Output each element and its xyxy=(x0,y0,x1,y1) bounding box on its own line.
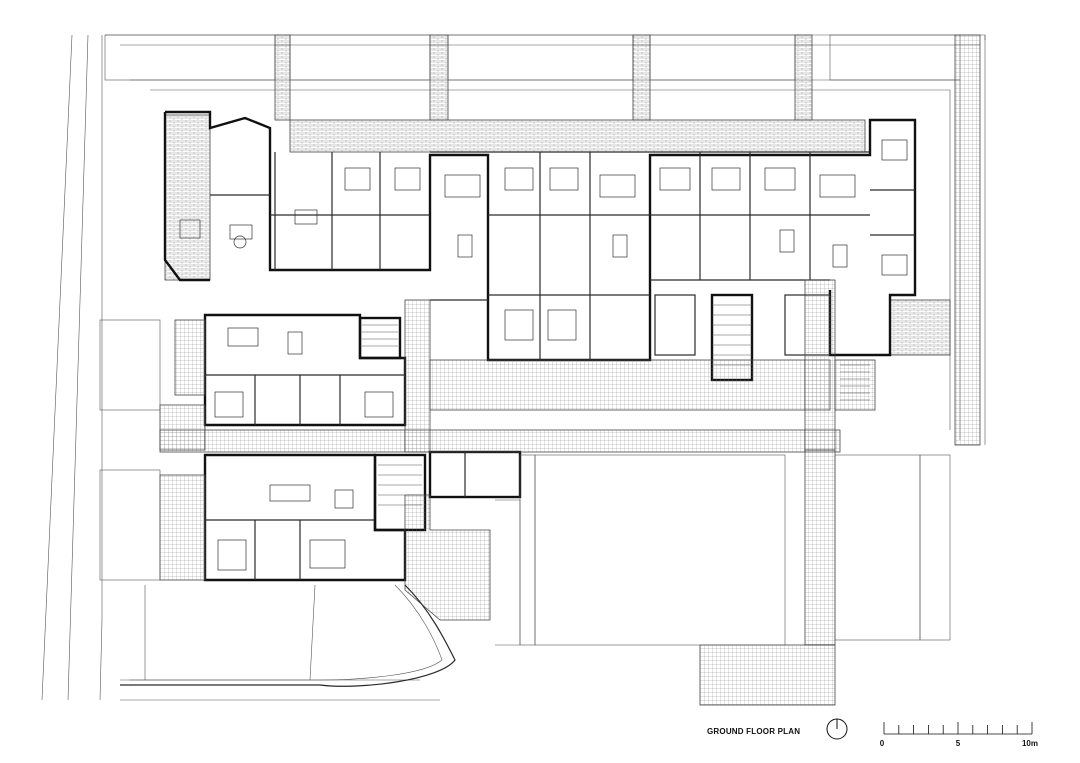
middle-wing xyxy=(203,313,407,427)
scale-label-0: 0 xyxy=(880,739,885,748)
scale-label-10m: 10m xyxy=(1022,739,1038,748)
brick-terraces xyxy=(164,114,951,356)
north-arrow-icon xyxy=(826,718,848,740)
drawing-title: GROUND FLOOR PLAN xyxy=(707,727,800,736)
furniture xyxy=(179,139,908,571)
scale-label-5: 5 xyxy=(956,739,961,748)
curved-wall xyxy=(120,584,456,687)
scale-bar: 0 5 10m xyxy=(880,722,1038,748)
title-block: GROUND FLOOR PLAN 0 5 10m xyxy=(707,718,1038,748)
top-gardens xyxy=(104,34,981,446)
paved-walkways xyxy=(159,279,876,706)
top-wing xyxy=(163,110,917,382)
lawns xyxy=(99,319,951,646)
